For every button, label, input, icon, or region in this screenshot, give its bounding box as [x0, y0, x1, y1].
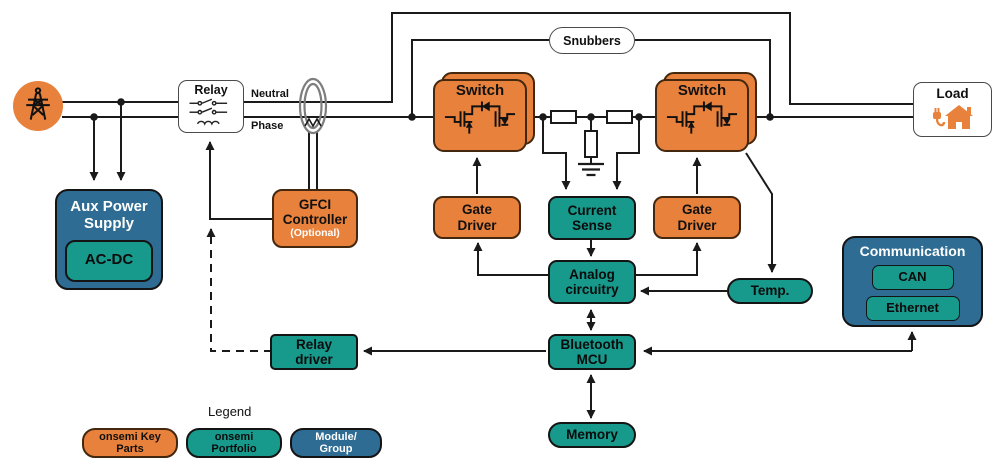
legend-title: Legend	[208, 404, 252, 419]
node-communication: Communication CAN Ethernet	[842, 236, 983, 327]
switch-label: Switch	[677, 82, 727, 99]
arrow-analog-to-gatedriver-left	[473, 242, 548, 276]
node-bluetooth-mcu: Bluetooth MCU	[548, 334, 636, 370]
legend-item-module-group: Module/ Group	[290, 428, 382, 458]
node-switch-left: Switch	[433, 72, 535, 152]
node-gate-driver-left: Gate Driver	[433, 196, 521, 239]
arrow-gfci-to-relay	[205, 141, 272, 220]
node-snubbers: Snubbers	[549, 27, 635, 54]
legend-label: Module/ Group	[315, 430, 357, 455]
bluetooth-mcu-label: Bluetooth MCU	[560, 336, 624, 367]
neutral-label: Neutral	[251, 88, 289, 100]
current-sense-label: Current Sense	[567, 202, 617, 233]
analog-circuitry-label: Analog circuitry	[565, 266, 619, 297]
node-analog-circuitry: Analog circuitry	[548, 260, 636, 304]
node-gate-driver-right: Gate Driver	[653, 196, 741, 239]
can-label: CAN	[898, 268, 927, 284]
gate-driver-label: Gate Driver	[677, 202, 717, 233]
node-aux-power-supply: Aux Power Supply AC-DC	[55, 189, 163, 290]
kelvin-sense-left	[542, 117, 571, 190]
power-tower-icon	[13, 81, 63, 131]
temp-label: Temp.	[750, 283, 790, 299]
bidirectional-mosfet-icon	[666, 101, 738, 134]
relay-label: Relay	[194, 83, 228, 97]
load-label: Load	[936, 86, 969, 101]
shunt-resistor-network	[550, 110, 633, 158]
switch-card-front	[655, 79, 749, 152]
legend-item-onsemi-key-parts: onsemi Key Parts	[82, 428, 178, 458]
arrow-analog-to-gatedriver-right	[635, 242, 702, 276]
ct-secondary-wires	[308, 132, 318, 189]
snubber-loop-left	[411, 39, 549, 117]
node-memory: Memory	[548, 422, 636, 448]
switch-card-front	[433, 79, 527, 152]
house-with-plug-icon	[932, 105, 973, 130]
node-relay: Relay	[178, 80, 244, 133]
kelvin-sense-right	[612, 117, 640, 190]
node-ethernet: Ethernet	[865, 295, 960, 321]
relay-contacts-coil-icon	[189, 98, 228, 126]
current-transformer-icon	[298, 77, 328, 135]
node-relay-driver: Relay driver	[270, 334, 358, 370]
node-temp: Temp.	[727, 278, 813, 304]
phase-label: Phase	[251, 120, 284, 132]
relay-driver-label: Relay driver	[295, 336, 333, 367]
arrow-relaydriver-dashed	[206, 228, 272, 352]
node-can: CAN	[871, 264, 954, 290]
switch-label: Switch	[455, 82, 505, 99]
gfci-label: GFCI Controller	[282, 197, 348, 228]
ethernet-label: Ethernet	[886, 299, 939, 315]
legend-label: onsemi Key Parts	[99, 430, 161, 455]
node-load: Load	[913, 82, 992, 137]
bidirectional-mosfet-icon	[444, 101, 516, 134]
legend-label: onsemi Portfolio	[211, 430, 257, 455]
node-switch-right: Switch	[655, 72, 757, 152]
snubber-loop-right	[635, 39, 771, 117]
ground-symbol	[578, 162, 604, 177]
neutral-line-over-loop	[244, 12, 913, 105]
ac-dc-label: AC-DC	[84, 251, 134, 269]
gate-driver-label: Gate Driver	[457, 202, 497, 233]
legend-item-onsemi-portfolio: onsemi Portfolio	[186, 428, 282, 458]
node-ac-dc: AC-DC	[65, 239, 153, 282]
aux-label: Aux Power Supply	[70, 198, 148, 232]
memory-label: Memory	[566, 427, 618, 443]
arrow-switch-to-temp	[745, 152, 777, 273]
communication-label: Communication	[859, 243, 966, 259]
node-gfci-controller: GFCI Controller (Optional)	[272, 189, 358, 248]
gfci-optional-label: (Optional)	[290, 227, 340, 240]
snubbers-label: Snubbers	[563, 33, 621, 48]
junction-dots	[90, 98, 774, 121]
node-current-sense: Current Sense	[548, 196, 636, 240]
